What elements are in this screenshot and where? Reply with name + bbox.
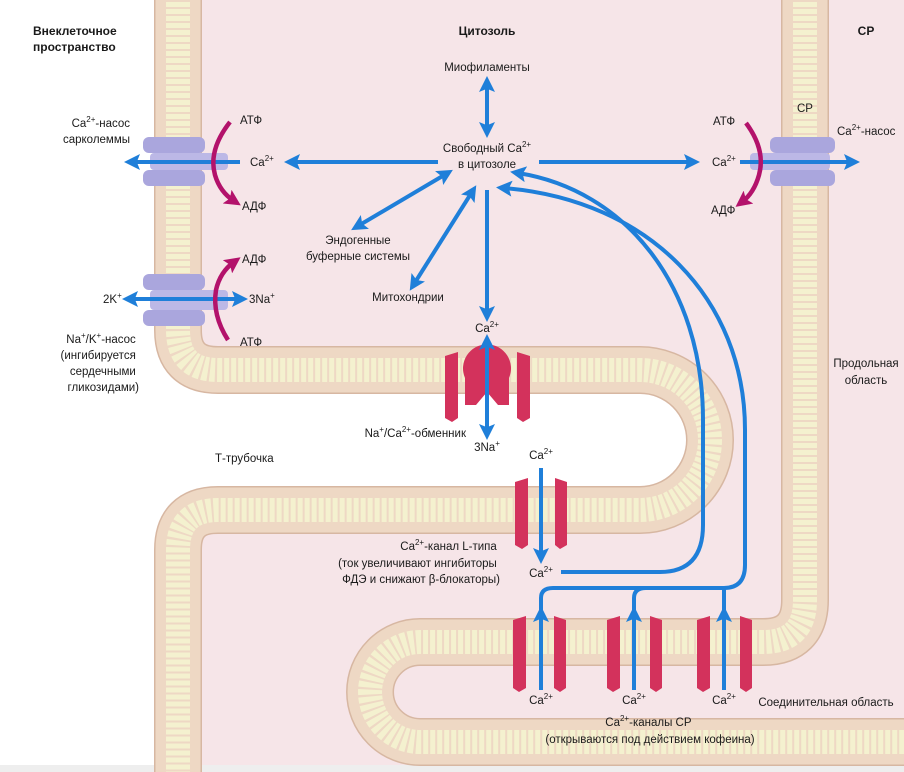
sarcolemma-ca-pump — [124, 137, 240, 186]
sarcolemma-membrane — [154, 0, 734, 772]
exchanger-label: Na+/Ca2+-обменник — [365, 425, 467, 440]
mitochondria-label: Митохондрии — [372, 292, 444, 304]
sr-membrane-label: СР — [797, 103, 813, 115]
atp-adp-arrow-sarcolemma — [211, 120, 241, 206]
free-ca-label-2: в цитозоле — [458, 159, 516, 171]
atp-adp-arrow-sr — [735, 121, 764, 207]
l-channel-label: Ca2+-канал L-типа (ток увеличивают ингиб… — [338, 538, 500, 586]
l-type-ca-channel — [515, 478, 567, 549]
arrow-sr-release-to-cytosol — [496, 180, 747, 610]
header-cytosol: Цитозоль — [459, 24, 516, 38]
na-ion-label: 3Na+ — [249, 291, 275, 306]
myofilaments-label: Миофиламенты — [444, 62, 530, 74]
atp-label: АТФ — [240, 337, 262, 349]
arrow-trigger-ca-to-cytosol — [510, 166, 705, 574]
header-sr: СР — [858, 24, 875, 38]
adp-label: АДФ — [242, 254, 267, 266]
buffers-double-arrow — [351, 169, 453, 231]
sr-pump-label: Ca2+-насос — [837, 123, 896, 138]
ca-label-sr: Ca2+ — [529, 692, 553, 707]
na-k-pump — [122, 274, 248, 326]
ca-label-sr-pump: Ca2+ — [712, 154, 736, 169]
junctional-region-label: Соединительная область — [758, 697, 893, 709]
sr-channels-label: Ca2+-каналы СР (открываются под действие… — [545, 714, 754, 746]
na-ca-exchanger — [445, 334, 530, 440]
ca-label-l-channel-outside: Ca2+ — [529, 447, 553, 462]
mitochondria-double-arrow — [409, 185, 477, 291]
t-tubule-label: Т-трубочка — [215, 453, 274, 465]
ca-label-sr: Ca2+ — [712, 692, 736, 707]
atp-label: АТФ — [240, 115, 262, 127]
ca-label-sarcolemma: Ca2+ — [250, 154, 274, 169]
atp-label: АТФ — [713, 116, 735, 128]
t-tubule-lumen — [0, 370, 710, 510]
adp-label: АДФ — [242, 201, 267, 213]
sr-membrane — [346, 0, 904, 766]
ca-label-l-channel-inside: Ca2+ — [529, 565, 553, 580]
ca-label-exchanger: Ca2+ — [475, 320, 499, 335]
free-ca-label: Свободный Ca2+ — [443, 140, 532, 155]
na-ion-label: 3Na+ — [474, 439, 500, 454]
sr-ca-channels — [513, 616, 752, 692]
na-k-pump-label: Na+/K+-насос (ингибируется сердечными гл… — [61, 331, 140, 394]
k-ion-label: 2K+ — [103, 291, 122, 306]
adp-label: АДФ — [711, 205, 736, 217]
ca-label-sr: Ca2+ — [622, 692, 646, 707]
atp-adp-arrow-nak — [213, 257, 241, 342]
